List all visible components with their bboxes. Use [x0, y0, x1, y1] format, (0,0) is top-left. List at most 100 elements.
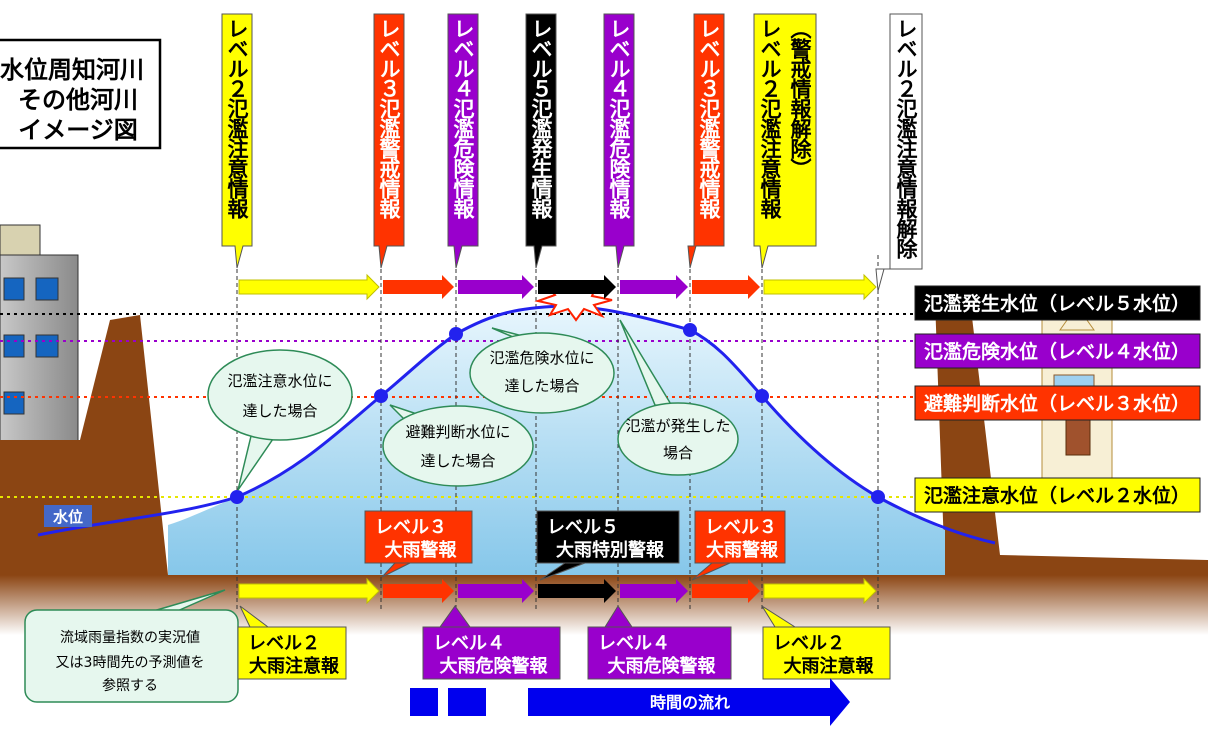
title-line-3: イメージ図 — [18, 116, 138, 144]
rain-alert-6-name: 大雨危険警報 — [608, 655, 717, 677]
top-label-text-7: （警戒情報解除） — [788, 18, 813, 178]
top-label-text-2: レベル３氾濫警戒情報 — [377, 18, 402, 219]
rain-alert-7-name: 大雨注意報 — [784, 655, 875, 677]
right-level-4: 氾濫注意水位（レベル２水位） — [914, 477, 1201, 513]
right-level-box-4 — [914, 477, 1201, 513]
top-arrow-1 — [238, 273, 380, 301]
top-label-text-5: レベル４氾濫危険情報 — [607, 18, 631, 219]
top-arrow-row — [238, 273, 877, 301]
bubble-4-line-2: 場合 — [663, 444, 693, 462]
crossing-point-6 — [871, 490, 885, 504]
rain-alert-5-level: レベル４ — [433, 633, 505, 654]
time-flow-label: 時間の流れ — [650, 693, 730, 712]
bubble-1-line-2: 達した場合 — [242, 402, 317, 420]
crossing-point-4 — [683, 323, 697, 337]
rain-alert-2-level: レベル５ — [547, 517, 619, 538]
bubble-shape-1 — [207, 349, 353, 441]
top-label-text-1: レベル２氾濫注意情報 — [225, 18, 249, 219]
right-level-text-3: 避難判断水位（レベル３水位） — [924, 392, 1190, 415]
right-level-3: 避難判断水位（レベル３水位） — [914, 385, 1201, 421]
top-label-4: レベル５氾濫発生情報 — [525, 13, 557, 269]
rain-alert-box-5 — [422, 626, 561, 680]
top-label-5: レベル４氾濫危険情報 — [603, 13, 635, 269]
right-level-text-4: 氾濫注意水位（レベル２水位） — [924, 484, 1190, 507]
right-level-box-1 — [914, 285, 1201, 321]
bottom-arrow-1 — [238, 577, 380, 605]
top-label-text-6: レベル３氾濫警戒情報 — [697, 18, 722, 219]
bubble-5-line-1: 流域雨量指数の実況値 — [60, 630, 200, 646]
top-label-1: レベル２氾濫注意情報 — [221, 13, 253, 269]
bottom-arrow-5 — [620, 579, 688, 603]
top-arrow-7 — [763, 273, 877, 301]
top-arrow-2 — [383, 275, 454, 299]
right-level-2: 氾濫危険水位（レベル４水位） — [914, 333, 1201, 369]
bubble-4-line-1: 氾濫が発生した — [625, 417, 730, 435]
top-label-8: レベル２氾濫注意情報解除 — [875, 13, 923, 292]
top-label-box-4 — [525, 13, 557, 269]
water-body — [168, 306, 945, 575]
top-label-6: レベル３氾濫警戒情報 — [687, 13, 725, 269]
top-arrow-4 — [538, 275, 616, 299]
top-label-text-3: レベル４氾濫危険情報 — [451, 18, 475, 219]
rain-alert-box-7 — [762, 626, 891, 680]
right-level-1: 氾濫発生水位（レベル５水位） — [914, 285, 1201, 321]
title-box: 水位周知河川 その他河川 イメージ図 — [0, 38, 162, 150]
top-info-labels: レベル２氾濫注意情報 レベル３氾濫警戒情報 レベル４氾濫危険情報 レベル５氾濫発生情報… — [221, 13, 923, 292]
top-label-box-6 — [687, 13, 725, 269]
time-flow-block-2 — [448, 688, 486, 716]
rain-alert-4-name: 大雨注意報 — [249, 655, 340, 677]
bottom-arrow-4 — [538, 579, 616, 603]
right-level-text-2: 氾濫危険水位（レベル４水位） — [924, 340, 1190, 363]
rain-alert-7-level: レベル２ — [773, 633, 845, 654]
bottom-arrow-row — [238, 577, 877, 605]
rain-alert-boxes: レベル３大雨警報レベル５大雨特別警報レベル３大雨警報レベル２大雨注意報レベル４大… — [237, 510, 891, 680]
top-label-text-4: レベル５氾濫発生情報 — [529, 18, 554, 219]
bubble-1-line-1: 氾濫注意水位に — [227, 372, 332, 390]
crossing-point-3 — [449, 327, 463, 341]
bubble-3-line-1: 氾濫危険水位に — [489, 349, 594, 367]
top-label-7: （警戒情報解除）レベル２氾濫注意情報 — [753, 13, 817, 269]
rain-alert-4-level: レベル２ — [248, 633, 320, 654]
bottom-arrow-7 — [763, 577, 877, 605]
right-level-labels: 氾濫発生水位（レベル５水位） 氾濫危険水位（レベル４水位） 避難判断水位（レベル３水… — [914, 285, 1201, 513]
rain-alert-5-name: 大雨危険警報 — [440, 655, 549, 677]
crossing-point-5 — [755, 389, 769, 403]
crossing-point-1 — [230, 490, 244, 504]
bubble-shape-2 — [382, 405, 534, 487]
rain-alert-3-name: 大雨警報 — [706, 539, 779, 561]
crossing-point-2 — [374, 389, 388, 403]
right-level-text-1: 氾濫発生水位（レベル５水位） — [924, 292, 1190, 315]
title-line-2: その他河川 — [18, 86, 138, 114]
water-label-text: 水位 — [53, 508, 83, 526]
bubble-5-line-3: 参照する — [102, 677, 158, 694]
rain-alert-1-level: レベル３ — [375, 517, 447, 538]
top-arrow-5 — [620, 275, 688, 299]
rain-alert-box-1 — [364, 510, 473, 564]
top-label-box-3 — [447, 13, 479, 269]
top-label-2: レベル３氾濫警戒情報 — [373, 13, 405, 269]
rain-alert-box-3 — [694, 510, 786, 564]
rain-alert-box-2 — [536, 510, 680, 564]
title-line-1: 水位周知河川 — [0, 56, 144, 84]
top-label-box-5 — [603, 13, 635, 269]
rain-alert-box-6 — [587, 626, 732, 680]
right-level-box-2 — [914, 333, 1201, 369]
bubble-5-line-2: 又は3時間先の予測値を — [56, 655, 205, 671]
top-label-text-9: レベル２氾濫注意情報解除 — [894, 18, 918, 259]
bubble-shape-3 — [469, 332, 615, 414]
top-label-text-8: レベル２氾濫注意情報 — [758, 18, 782, 219]
bubble-shape-4 — [617, 402, 739, 476]
top-label-box-2 — [373, 13, 405, 269]
bubble-2-line-2: 達した場合 — [420, 452, 495, 470]
